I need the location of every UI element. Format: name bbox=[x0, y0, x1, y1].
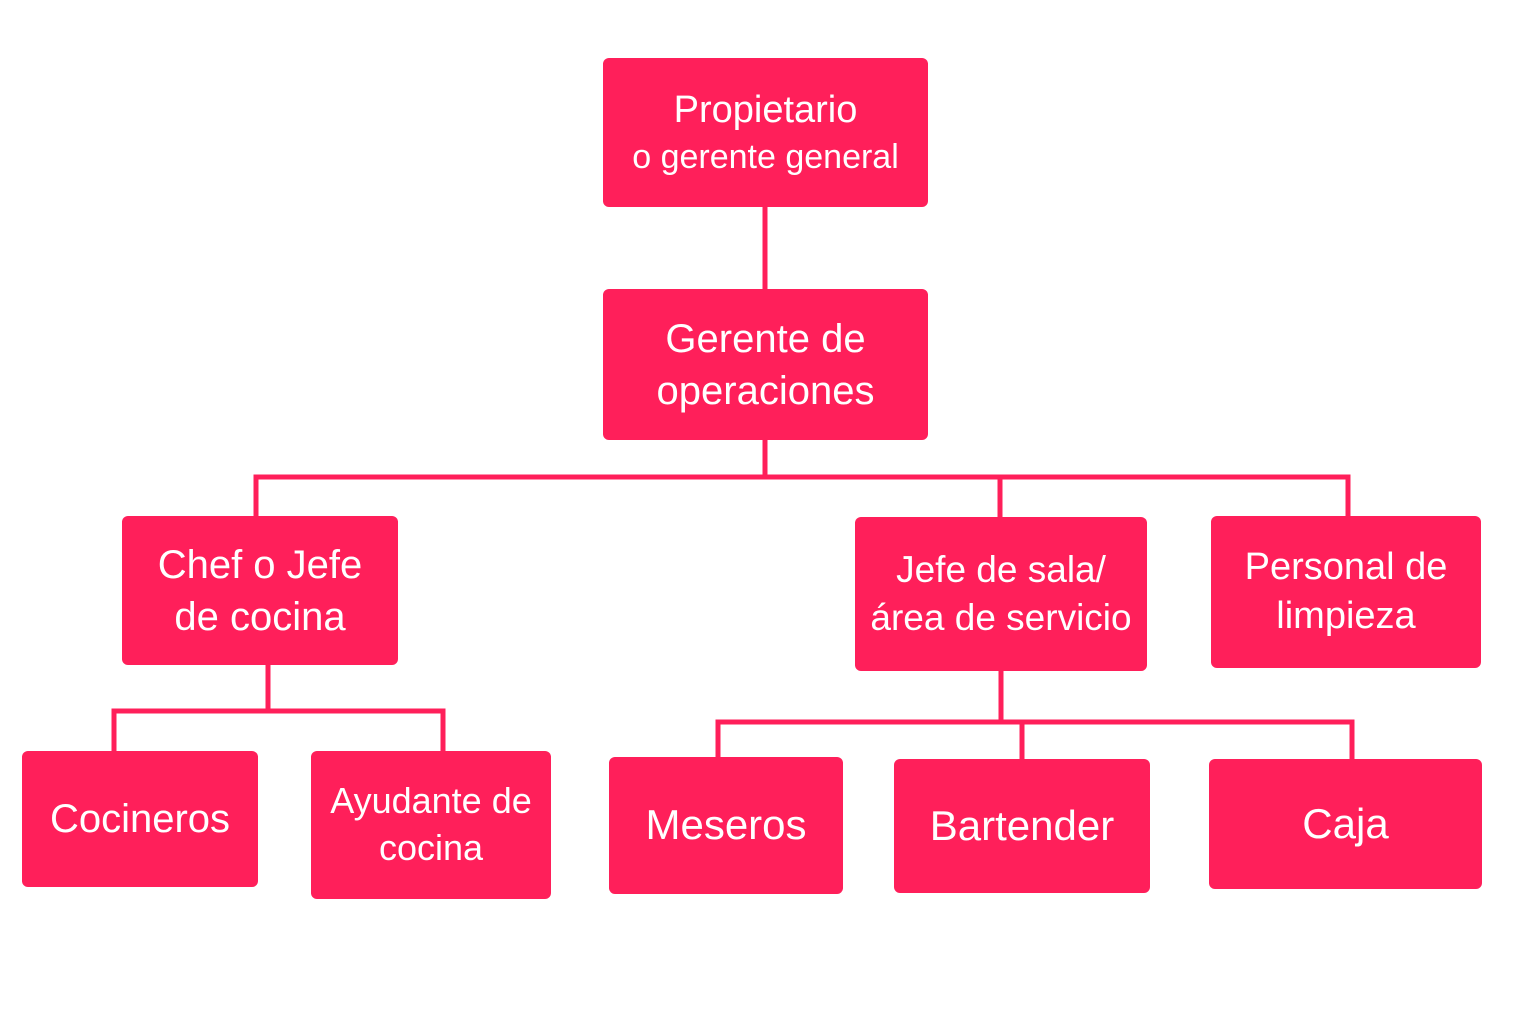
head-waiter-line2: área de servicio bbox=[870, 597, 1132, 638]
cashier-box: Caja bbox=[1209, 759, 1482, 889]
kitchen-helper-box: Ayudante de cocina bbox=[311, 751, 551, 899]
connector-bus-right bbox=[765, 474, 1351, 518]
kitchen-helper-line1: Ayudante de bbox=[330, 780, 532, 822]
owner-box: Propietario o gerente general bbox=[603, 58, 928, 207]
head-waiter-line1: Jefe de sala/ bbox=[896, 548, 1106, 590]
chef-line2: de cocina bbox=[174, 594, 346, 639]
operations-manager-box: Gerente de operaciones bbox=[603, 289, 928, 440]
cleaning-line2: limpieza bbox=[1276, 595, 1416, 637]
cleaning-line1: Personal de bbox=[1244, 545, 1448, 588]
waiters-box: Meseros bbox=[609, 757, 843, 894]
cleaning-staff-box: Personal de limpieza bbox=[1211, 516, 1481, 668]
cashier-label: Caja bbox=[1302, 799, 1389, 847]
connector-kitchen-bus bbox=[111, 708, 446, 752]
waiters-label: Meseros bbox=[645, 801, 807, 849]
operations-manager-line2: operaciones bbox=[656, 368, 875, 413]
connector-operations-to-level2 bbox=[253, 440, 768, 518]
owner-title: Propietario bbox=[673, 88, 858, 131]
connector-service-bus bbox=[715, 719, 1355, 760]
owner-subtitle: o gerente general bbox=[632, 138, 899, 177]
kitchen-helper-line2: cocina bbox=[378, 827, 484, 868]
bartender-label: Bartender bbox=[929, 801, 1115, 849]
operations-manager-line1: Gerente de bbox=[665, 316, 866, 361]
chef-line1: Chef o Jefe bbox=[157, 542, 363, 587]
chef-box: Chef o Jefe de cocina bbox=[122, 516, 398, 665]
head-waiter-box: Jefe de sala/ área de servicio bbox=[855, 517, 1147, 671]
cooks-box: Cocineros bbox=[22, 751, 258, 887]
bartender-box: Bartender bbox=[894, 759, 1150, 893]
cooks-label: Cocineros bbox=[49, 797, 231, 841]
